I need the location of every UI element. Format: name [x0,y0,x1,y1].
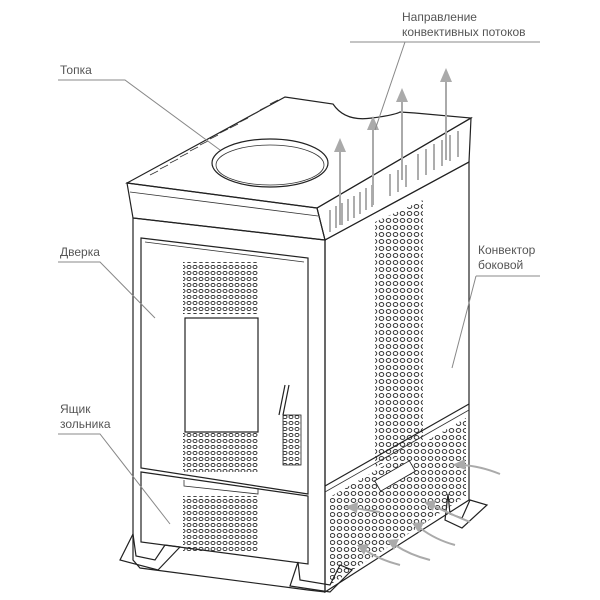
leader-lines [58,41,540,525]
label-ash-drawer-line2: зольника [60,417,111,431]
stove-body [132,160,470,594]
intake-arrow-icon [345,502,381,513]
up-arrow-icon [440,68,452,160]
intake-arrow-icon [387,539,431,561]
label-convection-line1: Направление [402,10,477,24]
intake-arrows [345,459,501,566]
ash-drawer [140,471,309,565]
cooking-ring [211,138,329,188]
up-arrow-icon [367,116,379,205]
convection-arrows [334,68,452,225]
label-side-convector-line1: Конвектор [478,243,536,257]
up-arrow-icon [396,88,408,180]
label-side-convector-line2: боковой [478,258,524,272]
label-door: Дверка [60,245,100,259]
intake-arrow-icon [412,522,456,546]
label-side-convector: Конвектор боковой [478,243,535,273]
brand-plate [374,460,416,492]
label-convection: Направление конвективных потоков [402,10,526,40]
door-window [184,317,259,433]
door-grille-top [183,262,258,314]
label-ash-drawer: Ящик зольника [60,402,111,432]
door [140,237,309,495]
intake-arrow-icon [424,500,471,523]
door-grille-bottom [183,432,258,472]
door-handle [278,384,302,466]
intake-arrow-icon [452,459,501,475]
side-convector [324,200,470,585]
label-firebox: Топка [60,63,92,77]
label-convection-line2: конвективных потоков [402,25,526,39]
up-arrow-icon [334,138,346,225]
intake-arrow-icon [357,544,401,566]
label-ash-drawer-line1: Ящик [60,402,91,416]
